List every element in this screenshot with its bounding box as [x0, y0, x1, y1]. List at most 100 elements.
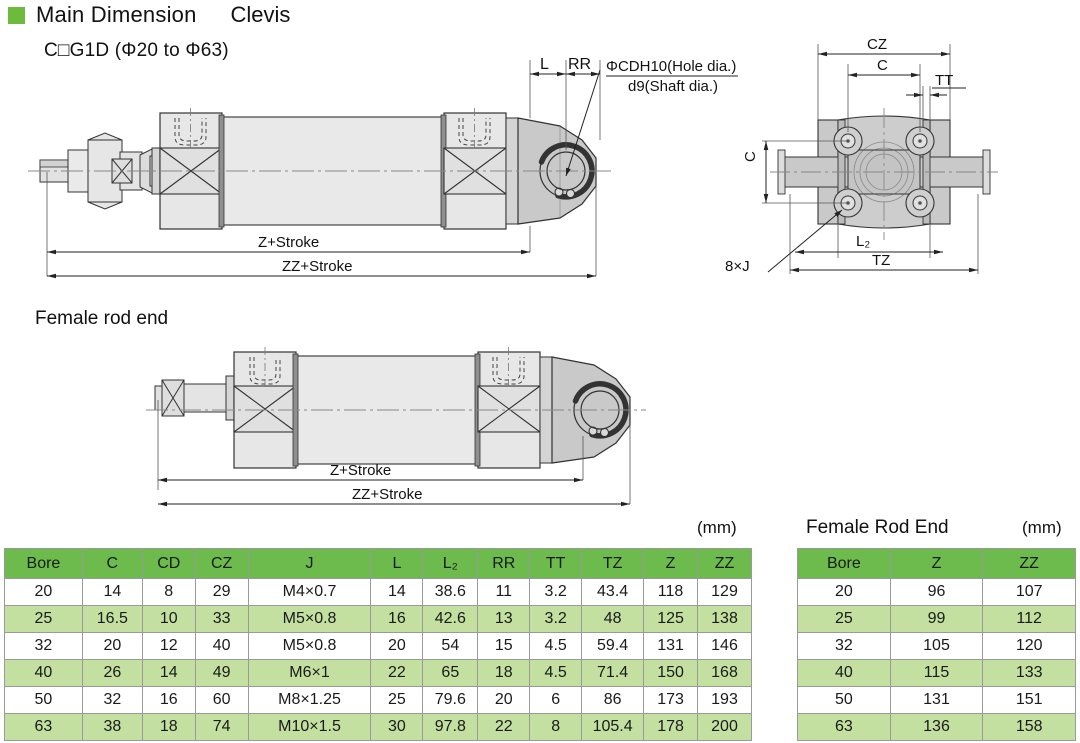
note-hole-dia: ΦCDH10(Hole dia.) [606, 58, 737, 75]
cell-tz: 48 [581, 605, 645, 633]
cell-cz: 74 [194, 713, 249, 741]
cell-z: 115 [889, 659, 984, 687]
table-row: 63 38 18 74 M10×1.5 30 97.8 22 8 105.4 1… [4, 713, 752, 741]
cell-c: 26 [81, 659, 143, 687]
cell-cz: 29 [194, 578, 249, 606]
table-row: 20 96 107 [797, 578, 1076, 606]
cell-c: 38 [81, 713, 143, 741]
col-header-z: Z [889, 548, 984, 579]
cell-bore: 50 [4, 686, 83, 714]
cell-l: 22 [370, 659, 424, 687]
cell-rr: 11 [477, 578, 531, 606]
cell-l: 25 [370, 686, 424, 714]
cell-zz: 151 [982, 686, 1076, 714]
cell-zz: 200 [697, 713, 752, 741]
cell-tt: 4.5 [529, 632, 583, 660]
cell-zz: 138 [697, 605, 752, 633]
dim-label-zz-stroke-main: ZZ+Stroke [282, 258, 353, 275]
cell-zz: 133 [982, 659, 1076, 687]
cell-l2: 79.6 [422, 686, 479, 714]
table-row: 32 105 120 [797, 632, 1076, 660]
col-header-tt: TT [529, 548, 583, 579]
cell-bore: 32 [4, 632, 83, 660]
cell-j: M5×0.8 [247, 632, 372, 660]
table-row: 32 20 12 40 M5×0.8 20 54 15 4.5 59.4 131… [4, 632, 752, 660]
table-row: 50 32 16 60 M8×1.25 25 79.6 20 6 86 173 … [4, 686, 752, 714]
cell-bore: 63 [4, 713, 83, 741]
cell-bore: 20 [797, 578, 891, 606]
cell-bore: 50 [797, 686, 891, 714]
bullet-square-icon [8, 6, 25, 24]
note-bolts-8xJ: 8×J [725, 258, 750, 275]
dim-label-z-stroke-main: Z+Stroke [258, 234, 320, 251]
cell-z: 118 [643, 578, 698, 606]
clevis-end-view [770, 108, 998, 240]
cell-zz: 168 [697, 659, 752, 687]
table-row: 40 115 133 [797, 659, 1076, 687]
cell-tt: 8 [529, 713, 583, 741]
cell-l2: 65 [422, 659, 479, 687]
main-clevis-side-view [28, 108, 612, 230]
dim-label-L: L [540, 56, 549, 73]
cell-tz: 59.4 [581, 632, 645, 660]
cell-rr: 22 [477, 713, 531, 741]
cell-cz: 33 [194, 605, 249, 633]
cell-tt: 6 [529, 686, 583, 714]
cell-bore: 20 [4, 578, 83, 606]
col-header-z: Z [643, 548, 698, 579]
col-header-cz: CZ [194, 548, 249, 579]
female-rod-end-table-title: Female Rod End [806, 517, 949, 538]
table-row: 20 14 8 29 M4×0.7 14 38.6 11 3.2 43.4 11… [4, 578, 752, 606]
table-header-row: Bore C CD CZ J L L₂ RR TT TZ Z ZZ [4, 548, 752, 579]
cell-tt: 3.2 [529, 578, 583, 606]
table-row: 40 26 14 49 M6×1 22 65 18 4.5 71.4 150 1… [4, 659, 752, 687]
cell-z: 131 [643, 632, 698, 660]
page-subtitle: Clevis [230, 2, 291, 27]
col-header-zz: ZZ [697, 548, 752, 579]
col-header-zz: ZZ [982, 548, 1076, 579]
dim-label-z-stroke-female: Z+Stroke [330, 462, 392, 479]
cell-z: 173 [643, 686, 698, 714]
cell-cz: 60 [194, 686, 249, 714]
cell-c: 20 [81, 632, 143, 660]
cell-zz: 158 [982, 713, 1076, 741]
cell-tz: 43.4 [581, 578, 645, 606]
cell-bore: 40 [4, 659, 83, 687]
cell-cz: 40 [194, 632, 249, 660]
col-header-bore: Bore [4, 548, 83, 579]
col-header-c: C [81, 548, 143, 579]
dim-label-TZ: TZ [872, 252, 891, 269]
page-header: Main Dimension Clevis [8, 2, 290, 28]
cell-bore: 40 [797, 659, 891, 687]
dim-label-TT: TT [935, 72, 954, 89]
cell-cd: 8 [141, 578, 196, 606]
cell-l: 14 [370, 578, 424, 606]
cell-l2: 38.6 [422, 578, 479, 606]
cell-l2: 97.8 [422, 713, 479, 741]
cell-l: 16 [370, 605, 424, 633]
cell-rr: 13 [477, 605, 531, 633]
cell-bore: 25 [4, 605, 83, 633]
cell-z: 105 [889, 632, 984, 660]
cell-rr: 20 [477, 686, 531, 714]
cell-l: 20 [370, 632, 424, 660]
cell-z: 178 [643, 713, 698, 741]
cell-cz: 49 [194, 659, 249, 687]
dim-label-CZ: CZ [867, 36, 887, 53]
cell-rr: 15 [477, 632, 531, 660]
cell-z: 96 [889, 578, 984, 606]
cell-zz: 120 [982, 632, 1076, 660]
main-dimension-table: Bore C CD CZ J L L₂ RR TT TZ Z ZZ 20 14 … [4, 548, 752, 741]
cell-j: M8×1.25 [247, 686, 372, 714]
cell-j: M6×1 [247, 659, 372, 687]
dim-label-C-left: C [742, 151, 759, 162]
cell-rr: 18 [477, 659, 531, 687]
cell-tt: 3.2 [529, 605, 583, 633]
section-label-female-rod-end: Female rod end [35, 308, 169, 329]
cell-c: 16.5 [81, 605, 143, 633]
cell-zz: 129 [697, 578, 752, 606]
table-header-row: Bore Z ZZ [797, 548, 1076, 579]
table-row: 25 99 112 [797, 605, 1076, 633]
table-row: 63 136 158 [797, 713, 1076, 741]
cell-tz: 71.4 [581, 659, 645, 687]
